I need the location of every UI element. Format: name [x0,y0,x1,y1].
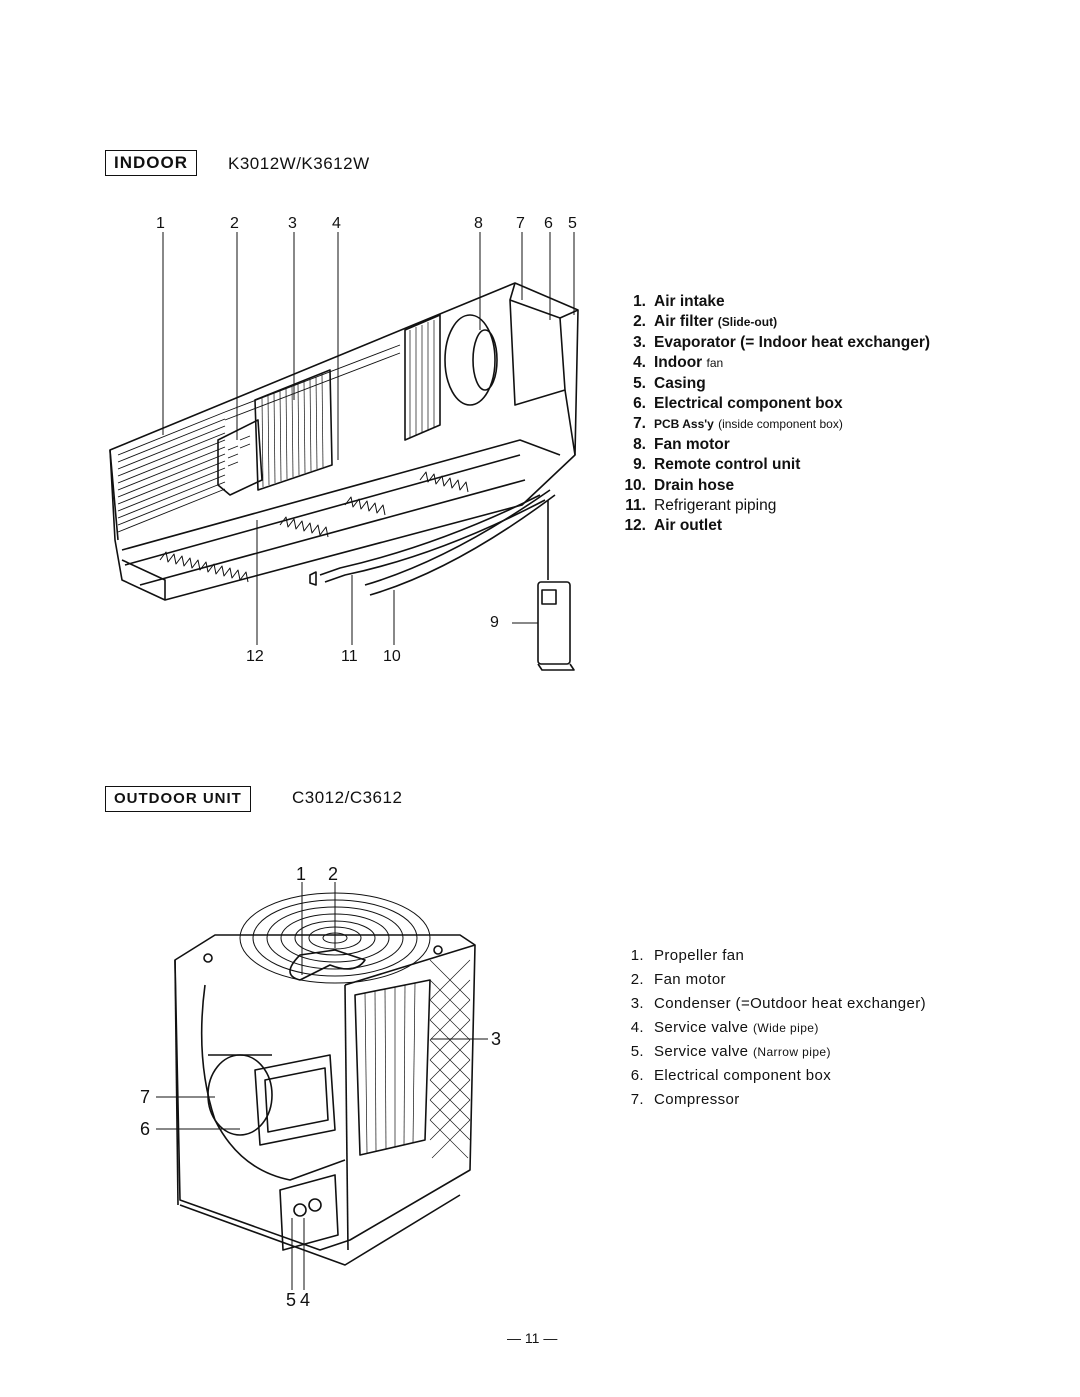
outdoor-callout-1: 1 [296,864,307,884]
legend-item: 9.Remote control unit [633,456,801,474]
drain-hose-shape [364,489,551,586]
legend-item: 11.Refrigerant piping [625,496,777,514]
legend-item: 2.Air filter (Slide-out) [633,313,778,331]
air-filter-shape [217,419,263,496]
legend-item: 6.Electrical component box [633,394,843,412]
indoor-callout-1: 1 [156,215,165,232]
outdoor-section-label: OUTDOOR UNIT [105,786,251,812]
propeller-fan-shape [289,949,366,981]
outdoor-parts-legend: 1.Propeller fan 2.Fan motor 3.Condenser … [630,947,926,1115]
indoor-callout-6: 6 [544,215,553,232]
legend-item: 3.Condenser (=Outdoor heat exchanger) [630,995,927,1012]
refrigerant-pipe-shape [319,494,541,576]
indoor-callout-9: 9 [490,614,499,631]
outdoor-model-number: C3012/C3612 [292,788,403,807]
outdoor-electrical-box-shape [254,1054,336,1146]
legend-item: 4.Service valve (Wide pipe) [630,1019,819,1036]
outdoor-cabinet-outline [174,934,476,1251]
indoor-fan-motor-shape [444,314,496,406]
indoor-casing-outline [109,282,579,601]
legend-item: 7.Compressor [630,1091,740,1108]
evaporator-shape [254,369,333,491]
indoor-callout-12: 12 [246,648,264,665]
indoor-callout-5: 5 [568,215,577,232]
indoor-parts-legend: 1.Air intake 2.Air filter (Slide-out) 3.… [612,293,930,538]
indoor-callout-10: 10 [383,648,401,665]
legend-item: 12.Air outlet [624,517,723,535]
indoor-callout-2: 2 [230,215,239,232]
indoor-callout-8: 8 [474,215,483,232]
legend-item: 10.Drain hose [624,476,735,494]
legend-item: 6.Electrical component box [630,1067,832,1084]
legend-item: 5.Casing [633,374,706,392]
legend-item: 5.Service valve (Narrow pipe) [630,1043,831,1060]
legend-item: 7.PCB Ass'y (inside component box) [633,415,843,433]
outdoor-callout-5: 5 [286,1290,297,1310]
outdoor-callout-3: 3 [491,1029,502,1049]
legend-item: 1.Air intake [633,293,725,310]
legend-item: 1.Propeller fan [630,947,745,964]
legend-item: 8.Fan motor [633,435,730,453]
indoor-callout-7: 7 [516,215,525,232]
legend-item: 4.Indoor fan [633,354,724,372]
outdoor-callout-2: 2 [328,864,339,884]
outdoor-callout-7: 7 [140,1087,151,1107]
compressor-shape [207,1054,273,1136]
page-number: — 11 — [507,1330,558,1346]
service-valves-shape [279,1174,339,1251]
outdoor-callout-4: 4 [300,1290,311,1310]
indoor-callout-4: 4 [332,215,341,232]
legend-item: 3.Evaporator (= Indoor heat exchanger) [633,333,931,351]
outdoor-callout-6: 6 [140,1119,151,1139]
indoor-callout-3: 3 [288,215,297,232]
indoor-section-label: INDOOR [105,150,197,176]
indoor-model-number: K3012W/K3612W [228,154,370,173]
indoor-callout-11: 11 [341,648,358,665]
legend-item: 2.Fan motor [630,971,726,988]
